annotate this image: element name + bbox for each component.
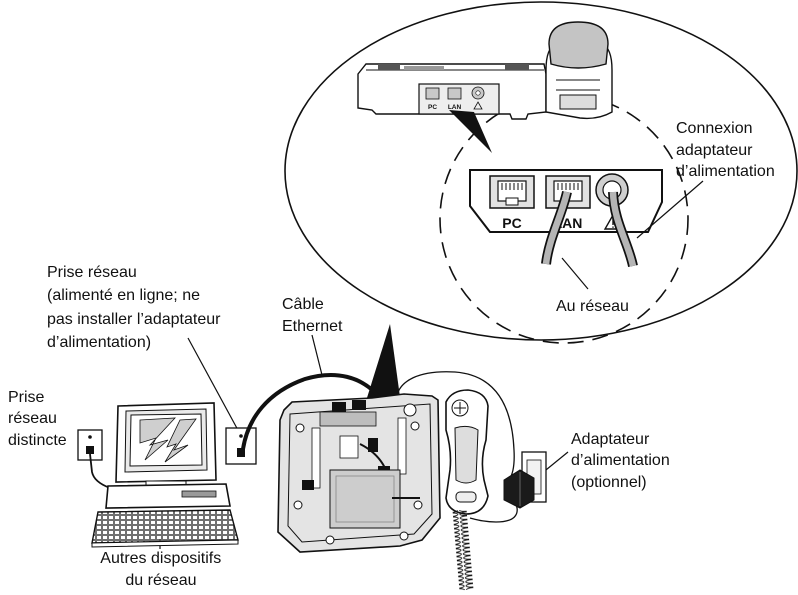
network-jack-line-4: d’alimentation) <box>47 334 151 351</box>
rear-cradle-lines <box>556 79 600 91</box>
network-jack-leader <box>187 337 240 433</box>
power-connection-line-3: d’alimentation <box>676 163 775 180</box>
ethernet-cable-line-2: Ethernet <box>282 318 343 335</box>
screw-hole-2 <box>410 421 420 431</box>
network-jack-line-3: pas installer l’adaptateur <box>47 311 221 328</box>
power-connection-label: Connexion adaptateur d’alimentation <box>676 120 775 180</box>
separate-jack-line-1: Prise <box>8 389 45 406</box>
phone-base-rim <box>287 403 433 543</box>
network-jack-callout: Prise réseau (alimenté en ligne; ne pas … <box>47 264 225 351</box>
screw-hole-6 <box>399 531 409 541</box>
to-network-leader <box>561 257 589 290</box>
rear-cradle-panel <box>559 94 597 110</box>
wall-jack-socket <box>237 448 245 457</box>
pc-port-label: PC <box>502 215 521 231</box>
power-cable-fill <box>609 191 637 267</box>
base-bracket <box>339 435 359 459</box>
rear-pc-label: PC <box>428 104 437 111</box>
rear-warning-icon <box>473 101 483 110</box>
lan-cable <box>541 190 572 265</box>
other-devices-line-1: Autres dispositifs <box>100 550 221 567</box>
network-jack-line-2: (alimenté en ligne; ne <box>47 287 200 304</box>
rear-lan-label: LAN <box>448 104 462 111</box>
ethernet-cable-line-1: Câble <box>282 296 324 313</box>
screw-hole-1 <box>295 423 305 433</box>
zoom-spotlight-wedge <box>366 324 400 401</box>
separate-jack-callout: Prise réseau distincte <box>8 389 67 449</box>
screen-glare-left <box>139 417 176 461</box>
separate-jack-line-3: distincte <box>8 432 67 449</box>
power-adapter-line-1: Adaptateur <box>571 431 650 448</box>
screw-hole-4 <box>413 500 423 510</box>
adapter-body <box>503 469 535 509</box>
drive-slot <box>181 490 217 498</box>
monitor <box>115 402 217 483</box>
keyboard-edge <box>91 539 239 548</box>
lan-cable-fill <box>542 191 571 265</box>
base-clip-center <box>368 438 378 452</box>
computer <box>91 402 239 548</box>
separate-jack-screw <box>88 435 92 439</box>
ethernet-cable <box>241 372 382 450</box>
computer-network-cable <box>89 453 111 489</box>
pc-port <box>489 175 535 209</box>
ip-phone-underside <box>277 393 441 553</box>
coiled-cord <box>452 509 474 591</box>
lan-plug <box>332 402 346 412</box>
rear-pc-jack <box>425 87 440 100</box>
base-port-strip <box>319 411 377 427</box>
base-routed-cord <box>359 443 386 469</box>
base-label-panel <box>329 469 401 529</box>
power-cable <box>608 191 638 268</box>
power-adapter-callout: Adaptateur d’alimentation (optionnel) <box>571 431 674 491</box>
to-network-label: Au réseau <box>556 298 629 315</box>
keyboard <box>91 509 239 544</box>
power-adapter-line-3: (optionnel) <box>571 474 647 491</box>
handset-grip <box>454 425 479 484</box>
system-unit <box>105 483 231 509</box>
separate-jack-line-2: réseau <box>8 410 57 427</box>
phone-rear-view: PC LAN <box>357 21 613 120</box>
power-adapter <box>503 451 547 509</box>
rear-handset <box>548 21 609 69</box>
earpiece-mark <box>454 402 466 414</box>
network-jack-line-1: Prise réseau <box>47 264 137 281</box>
rear-lan-jack <box>447 87 462 100</box>
rear-detail-left <box>378 64 400 70</box>
separate-network-jack <box>77 429 103 461</box>
rear-detail-right <box>505 64 529 70</box>
base-clip-left <box>302 480 314 490</box>
ethernet-cable-callout: Câble Ethernet <box>282 296 343 335</box>
other-devices-line-2: du réseau <box>125 572 196 589</box>
power-cord <box>395 371 515 483</box>
power-connection-line-2: adaptateur <box>676 142 753 159</box>
zoom-pointer-arrow <box>449 110 492 153</box>
other-devices-callout: Autres dispositifs du réseau <box>100 550 225 589</box>
screw-hole-5 <box>325 535 335 545</box>
cable-channel-right <box>397 417 407 475</box>
pc-plug <box>352 400 366 410</box>
power-connection-leader <box>636 180 704 239</box>
rear-detail-mid <box>404 66 444 70</box>
pc-port-pins <box>501 183 523 190</box>
power-adapter-line-2: d’alimentation <box>571 452 670 469</box>
handset <box>445 389 489 515</box>
power-connection-line-1: Connexion <box>676 120 753 137</box>
wall-jack-screw <box>239 434 243 438</box>
wall-jack-plate <box>225 427 257 465</box>
pc-port-latch <box>505 197 519 206</box>
mouthpiece <box>455 491 477 503</box>
separate-jack-socket <box>86 446 94 454</box>
ethernet-cable-leader <box>311 334 323 376</box>
base-knob <box>403 403 417 417</box>
screw-hole-3 <box>293 500 303 510</box>
network-wall-jack <box>225 427 257 465</box>
power-cord-tail <box>469 503 518 523</box>
rear-power-jack-pin <box>475 90 481 96</box>
screen-glare-right <box>164 418 197 463</box>
lan-port-pins <box>557 183 579 190</box>
cable-channel-left <box>311 427 321 489</box>
